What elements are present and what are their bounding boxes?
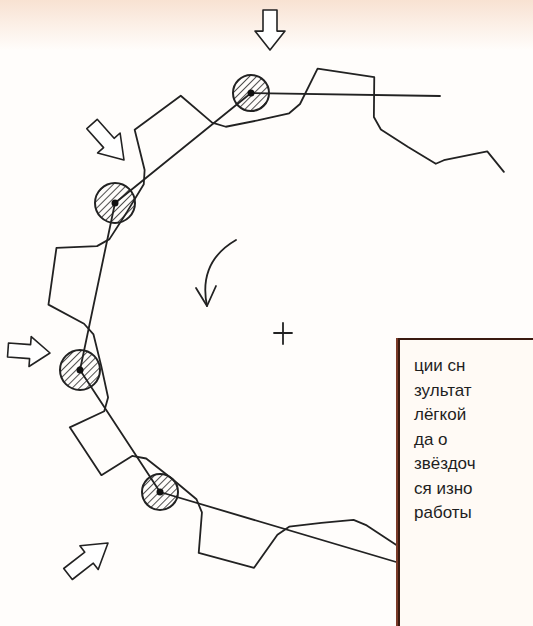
roller-circle	[60, 350, 100, 390]
force-arrow	[255, 10, 285, 50]
body-text: лёгкой	[414, 403, 526, 428]
centre-mark	[282, 323, 284, 344]
body-text: зультат	[414, 379, 526, 404]
rotation-arrow-head	[196, 286, 216, 306]
force-arrow	[8, 337, 51, 367]
force-arrow	[64, 543, 108, 580]
roller-circle	[142, 474, 178, 510]
chain-roller	[142, 474, 178, 510]
roller-pin	[248, 90, 255, 97]
chain-roller	[95, 183, 135, 223]
roller-pin	[77, 367, 84, 374]
force-arrow	[87, 119, 124, 160]
body-text: да о	[414, 428, 526, 453]
chain-line	[80, 93, 440, 575]
text-box: ции снзультатлёгкойда озвёздочся изнораб…	[398, 338, 533, 626]
chain-roller	[60, 350, 100, 390]
body-text: звёздоч	[414, 452, 526, 477]
roller-pin	[112, 200, 119, 207]
rotation-arrow	[205, 240, 236, 306]
roller-pin	[157, 489, 164, 496]
chain-roller	[233, 75, 269, 111]
body-text: работы	[414, 501, 526, 526]
body-text: ся изно	[414, 477, 526, 502]
body-text: ции сн	[414, 354, 526, 379]
roller-circle	[233, 75, 269, 111]
roller-circle	[95, 183, 135, 223]
